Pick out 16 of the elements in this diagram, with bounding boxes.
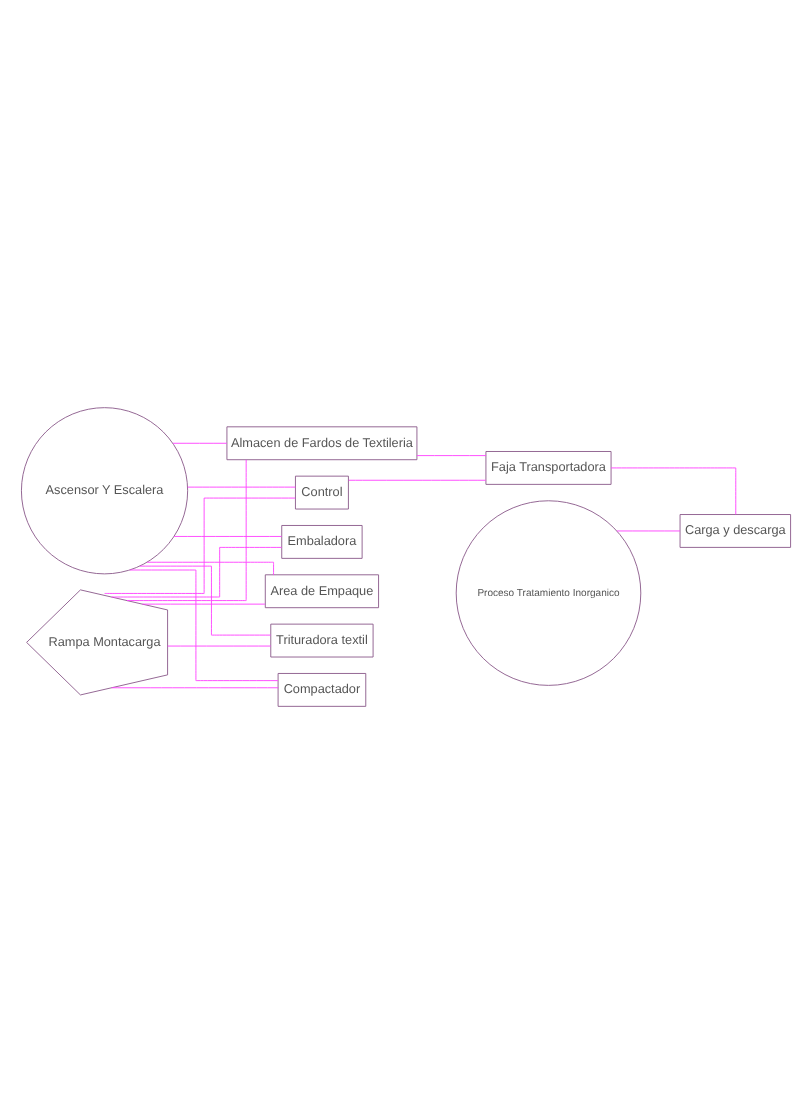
connector	[141, 603, 266, 605]
connector	[111, 687, 279, 689]
connector	[416, 455, 487, 457]
connector	[610, 467, 737, 515]
connector	[126, 459, 247, 602]
connector	[187, 486, 296, 488]
connector	[129, 569, 279, 682]
connector	[139, 565, 272, 636]
connector	[348, 479, 487, 481]
connector	[172, 442, 228, 444]
connector	[111, 546, 282, 598]
connector	[146, 561, 274, 576]
connector	[104, 497, 296, 594]
connector	[167, 645, 272, 647]
connector	[173, 536, 282, 537]
connector	[616, 530, 681, 532]
